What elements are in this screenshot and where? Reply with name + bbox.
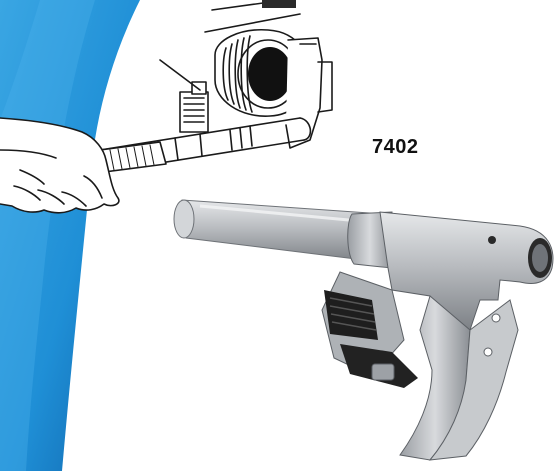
brand-blue-highlight bbox=[0, 0, 95, 471]
brand-blue-swoosh bbox=[0, 0, 140, 471]
pipe-clamp-line-art-icon bbox=[0, 0, 333, 214]
clamping-tool-photo-icon bbox=[173, 199, 554, 461]
product-code-label: 7402 bbox=[372, 136, 419, 158]
